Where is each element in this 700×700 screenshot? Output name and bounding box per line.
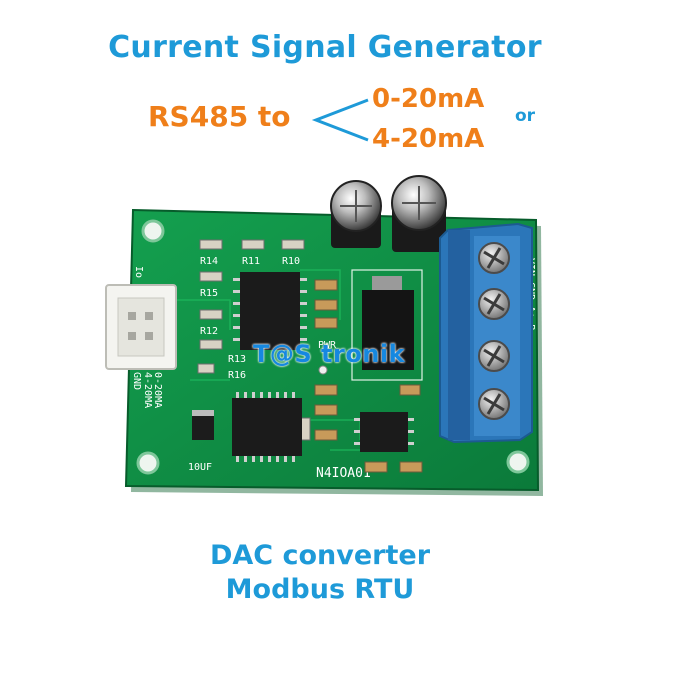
silk-r12: R12: [200, 326, 218, 337]
silk-io-label: Io: [133, 266, 144, 278]
silk-gnd-label: GND: [131, 372, 142, 390]
silk-r15: R15: [200, 288, 218, 299]
silk-4-20-label: 4-20MA: [142, 372, 153, 408]
ic-chip-top: [233, 272, 307, 350]
source-label: RS485 to: [148, 100, 291, 133]
ic-chip-bottom: [232, 392, 302, 462]
screw-icon: [478, 242, 510, 274]
caption-line-1: DAC converter: [209, 540, 431, 571]
jst-connector: [105, 284, 177, 370]
bracket-icon: [311, 98, 369, 142]
smd-resistors: [197, 239, 423, 473]
silk-0-20-label: 0-20MA: [152, 372, 163, 408]
page-title: Current Signal Generator: [108, 30, 542, 65]
voltage-regulator: [351, 269, 423, 381]
silk-r16: R16: [228, 370, 246, 381]
range-label-0-20: 0-20mA: [372, 84, 485, 114]
range-label-4-20: 4-20mA: [372, 124, 485, 154]
silk-r13: R13: [228, 354, 246, 365]
silk-r10: R10: [282, 256, 300, 267]
or-label: or: [515, 106, 536, 126]
silk-r11: R11: [242, 256, 260, 267]
screw-icon: [478, 288, 510, 320]
ic-chip-small: [354, 412, 414, 452]
power-led: [318, 365, 328, 375]
caption-line-2: Modbus RTU: [225, 574, 415, 605]
terminal-block-icon: [439, 222, 533, 444]
watermark: T@S tronik: [253, 340, 406, 368]
screw-icon: [478, 388, 510, 420]
silk-r14: R14: [200, 256, 218, 267]
silk-cap-label: 10UF: [188, 462, 212, 473]
screw-icon: [478, 340, 510, 372]
capacitor-icon: [330, 180, 382, 248]
silk-pwr-label: PWR: [318, 340, 337, 351]
silk-model-label: N4IOA01: [316, 466, 371, 481]
tantalum-capacitor: [192, 410, 214, 440]
capacitor-icon: [391, 175, 447, 252]
